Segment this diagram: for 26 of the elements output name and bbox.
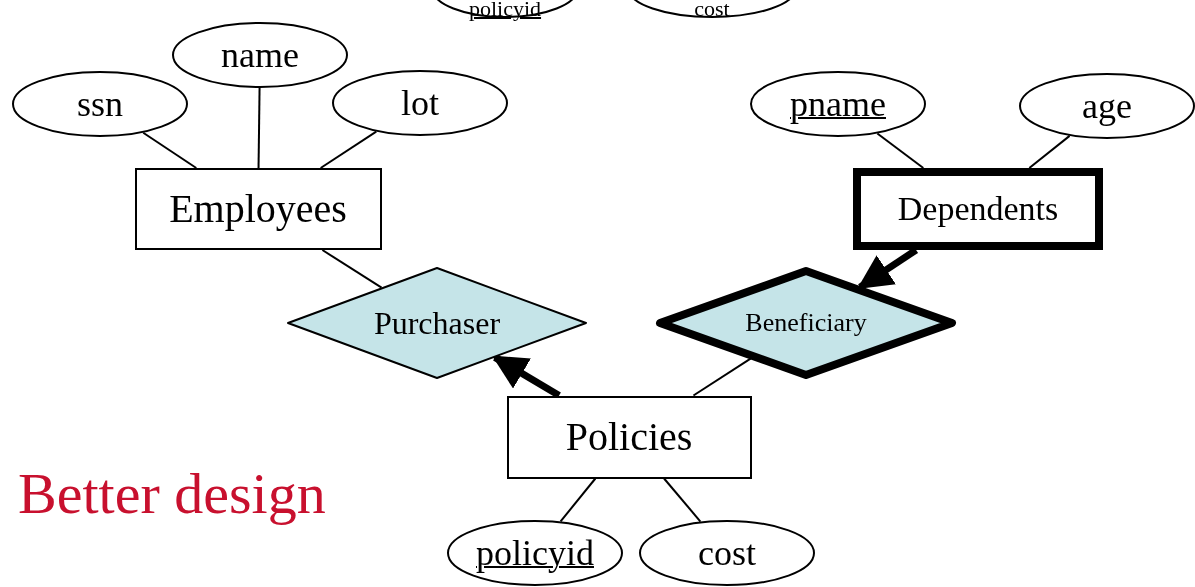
connector-line xyxy=(559,477,597,523)
node-label: age xyxy=(1082,88,1132,124)
node-label: Policies xyxy=(565,417,693,457)
node-label: cost xyxy=(698,535,756,571)
node-label: name xyxy=(221,37,299,73)
key-attribute-label: pname xyxy=(790,86,886,122)
connector-line xyxy=(663,477,702,523)
key-attribute-label: policyid xyxy=(476,535,594,571)
node-label: ssn xyxy=(77,86,123,122)
connector-line xyxy=(692,357,752,397)
node-label: lot xyxy=(401,85,439,121)
node-label: Dependents xyxy=(897,192,1059,226)
node-label: Purchaser xyxy=(373,307,501,339)
node-label: Beneficiary xyxy=(745,310,867,336)
node-label: Employees xyxy=(169,189,347,229)
entity-box xyxy=(506,395,752,479)
connector-line xyxy=(319,130,378,169)
caption-text: Better design xyxy=(18,462,326,526)
entity-box xyxy=(134,168,382,250)
connector-line xyxy=(142,131,198,169)
node-label: cost xyxy=(694,0,730,20)
weak-entity-box xyxy=(853,168,1103,250)
connector-line xyxy=(257,87,261,169)
connector-line xyxy=(876,132,925,169)
connector-line xyxy=(321,249,383,289)
connector-line xyxy=(1028,134,1071,169)
